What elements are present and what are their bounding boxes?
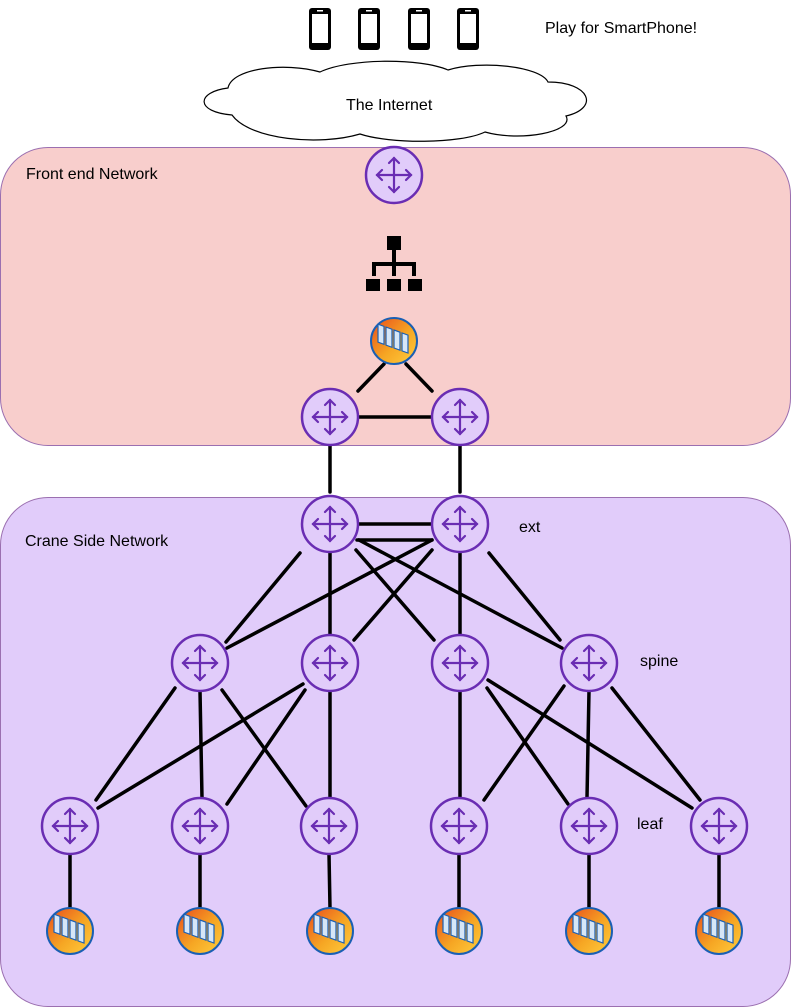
leaf-router-icon <box>40 796 100 856</box>
ext-tier-label: ext <box>519 519 541 536</box>
server-icon <box>695 907 743 955</box>
smartphone-icon <box>358 8 380 50</box>
server-icon <box>435 907 483 955</box>
smartphone-caption: Play for SmartPhone! <box>545 20 698 37</box>
leaf-router-icon <box>170 796 230 856</box>
server-icon <box>46 907 94 955</box>
network-links <box>68 362 721 910</box>
smartphone-icon <box>408 8 430 50</box>
leaf-router-icon <box>689 796 749 856</box>
crane-side-network-label: Crane Side Network <box>25 533 169 550</box>
spine-router-icon <box>300 633 360 693</box>
frontend-server-icon <box>370 317 418 365</box>
leaf-tier-label: leaf <box>637 816 663 833</box>
ext-router-icon <box>300 494 360 554</box>
server-icon <box>306 907 354 955</box>
leaf-router-icon <box>299 796 359 856</box>
internet-gateway-router-icon <box>364 145 424 205</box>
spine-tier-label: spine <box>640 653 679 670</box>
smartphone-icon <box>309 8 331 50</box>
spine-router-icon <box>559 633 619 693</box>
spine-router-icon <box>170 633 230 693</box>
smartphone-icon <box>457 8 479 50</box>
spine-router-icon <box>430 633 490 693</box>
server-icon <box>176 907 224 955</box>
server-icon <box>565 907 613 955</box>
load-balancer-icon <box>366 236 422 291</box>
phone-icons <box>309 8 479 50</box>
ext-router-icon <box>430 494 490 554</box>
frontend-router-icon <box>300 387 360 447</box>
frontend-router-icon <box>430 387 490 447</box>
front-end-network-label: Front end Network <box>26 166 158 183</box>
internet-cloud-label: The Internet <box>346 97 433 114</box>
leaf-router-icon <box>429 796 489 856</box>
internet-cloud-icon <box>203 60 587 142</box>
leaf-router-icon <box>559 796 619 856</box>
